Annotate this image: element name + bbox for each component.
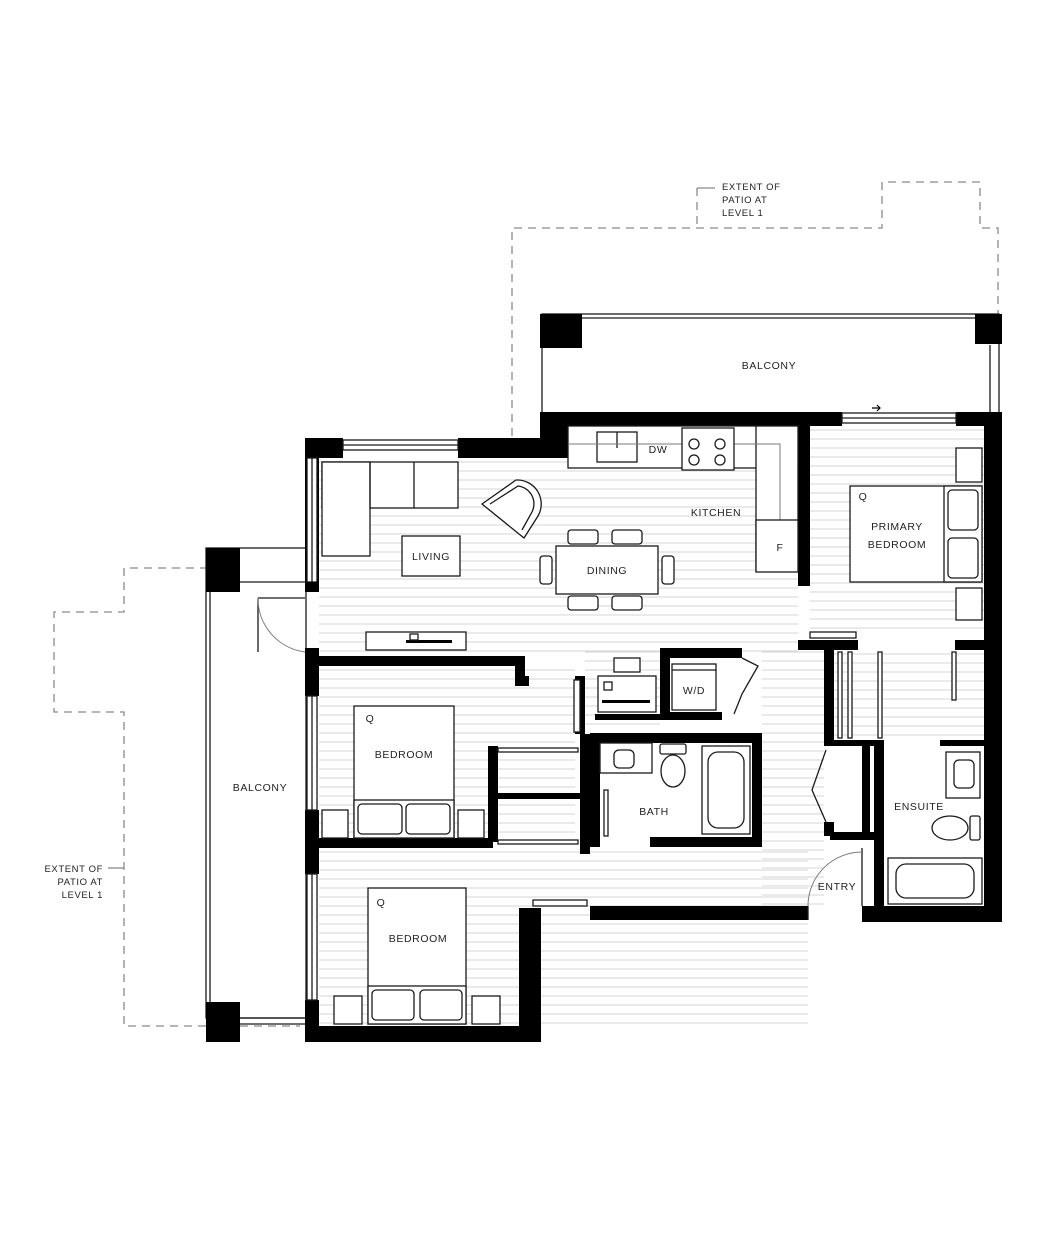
armchair bbox=[480, 479, 542, 539]
washer-dryer bbox=[671, 663, 717, 711]
label-primary-bedroom-line2: BEDROOM bbox=[868, 539, 926, 551]
balcony-left bbox=[205, 547, 307, 1042]
label-fridge: F bbox=[776, 542, 783, 554]
label-patio-top-line1: EXTENT OF bbox=[722, 182, 781, 193]
patio-extent-top bbox=[511, 181, 999, 436]
bath-fixtures bbox=[599, 742, 751, 837]
label-dining: DINING bbox=[587, 565, 627, 577]
label-entry: ENTRY bbox=[818, 881, 856, 893]
windows bbox=[306, 404, 957, 1001]
primary-bed bbox=[849, 447, 983, 621]
interior-walls bbox=[305, 426, 985, 922]
label-dw: DW bbox=[649, 444, 668, 456]
ensuite-fixtures bbox=[887, 751, 983, 905]
label-balcony-top: BALCONY bbox=[742, 360, 796, 372]
label-ensuite: ENSUITE bbox=[894, 801, 944, 813]
balcony-top bbox=[540, 313, 1002, 415]
label-living: LIVING bbox=[412, 551, 450, 563]
label-bedroom-2: BEDROOM bbox=[389, 933, 447, 945]
balcony-door bbox=[240, 581, 319, 658]
label-patio-top-line3: LEVEL 1 bbox=[722, 208, 763, 219]
bedroom-1-bed bbox=[321, 705, 485, 839]
label-patio-left-line3: LEVEL 1 bbox=[62, 890, 103, 901]
doors bbox=[497, 631, 957, 920]
kitchen-cabinets bbox=[567, 425, 799, 573]
coffee-table bbox=[401, 535, 461, 577]
label-primary-bed-size: Q bbox=[859, 491, 868, 503]
label-kitchen: KITCHEN bbox=[691, 507, 741, 519]
label-patio-left-line1: EXTENT OF bbox=[44, 864, 103, 875]
desk bbox=[597, 657, 657, 713]
label-bedroom-1-bed-size: Q bbox=[366, 713, 375, 725]
label-patio-left-line2: PATIO AT bbox=[58, 877, 103, 888]
patio-extent-left bbox=[53, 567, 300, 1027]
label-bedroom-2-bed-size: Q bbox=[377, 897, 386, 909]
dining-table bbox=[539, 529, 675, 611]
bedroom-2-bed bbox=[333, 887, 501, 1025]
label-bedroom-1: BEDROOM bbox=[375, 749, 433, 761]
label-washer-dryer: W/D bbox=[683, 685, 705, 697]
label-bath: BATH bbox=[639, 806, 669, 818]
label-primary-bedroom-line1: PRIMARY bbox=[871, 521, 923, 533]
label-patio-top-line2: PATIO AT bbox=[722, 195, 767, 206]
sofa bbox=[321, 461, 459, 557]
label-balcony-left: BALCONY bbox=[233, 782, 287, 794]
tv-console bbox=[365, 631, 467, 651]
